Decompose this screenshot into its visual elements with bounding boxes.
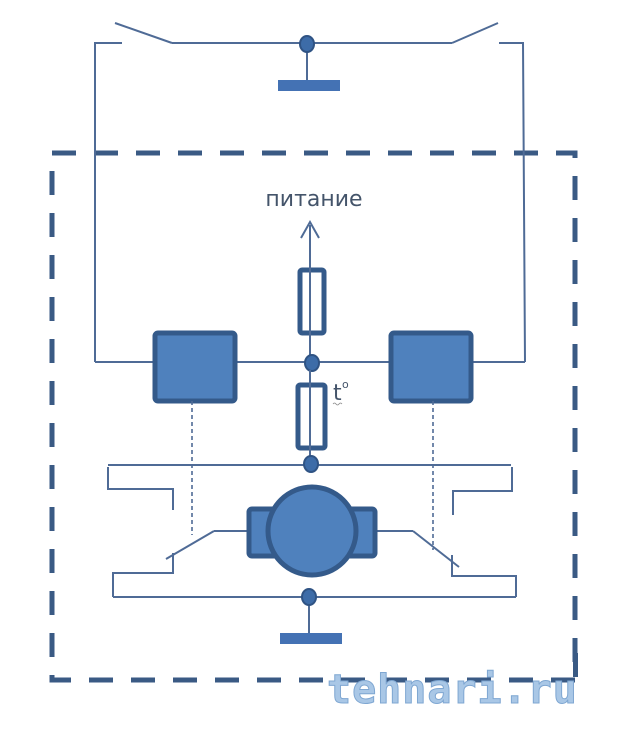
top-node (299, 35, 315, 53)
right-outer-wire (499, 42, 526, 363)
left-outer-wire (94, 42, 122, 362)
motor (246, 484, 378, 578)
motor-rotor (265, 484, 359, 578)
left-contact-group (107, 467, 250, 597)
top-switch-right (451, 22, 499, 44)
watermark-text: tehnari.ru (327, 667, 578, 713)
bottom-node (301, 588, 317, 606)
power-output: питание (265, 187, 363, 362)
arrow-up-icon (300, 219, 320, 239)
relay-block-right (388, 330, 474, 404)
fuse-resistor (297, 267, 327, 336)
temperature-degree: o (342, 378, 349, 391)
left-upper-contact (107, 467, 174, 510)
right-lower-contact (451, 555, 517, 597)
top-circuit (94, 22, 526, 363)
enclosure-dashed-border (49, 150, 578, 683)
top-switch-left (114, 22, 173, 44)
lower-node (303, 455, 319, 473)
relay-block-left (152, 330, 238, 404)
right-contact-group (376, 467, 517, 597)
top-ground-symbol (278, 80, 340, 91)
left-lower-contact (112, 553, 174, 597)
thermistor (295, 382, 328, 451)
power-label: питание (265, 187, 362, 212)
watermark-accent-bar (573, 653, 578, 677)
temperature-symbol: t (333, 381, 342, 406)
bottom-ground-symbol (280, 633, 342, 644)
thermal-wave-icon (332, 402, 343, 406)
watermark: tehnari.ru (327, 653, 578, 714)
middle-node (304, 354, 320, 372)
right-upper-contact (452, 467, 513, 515)
